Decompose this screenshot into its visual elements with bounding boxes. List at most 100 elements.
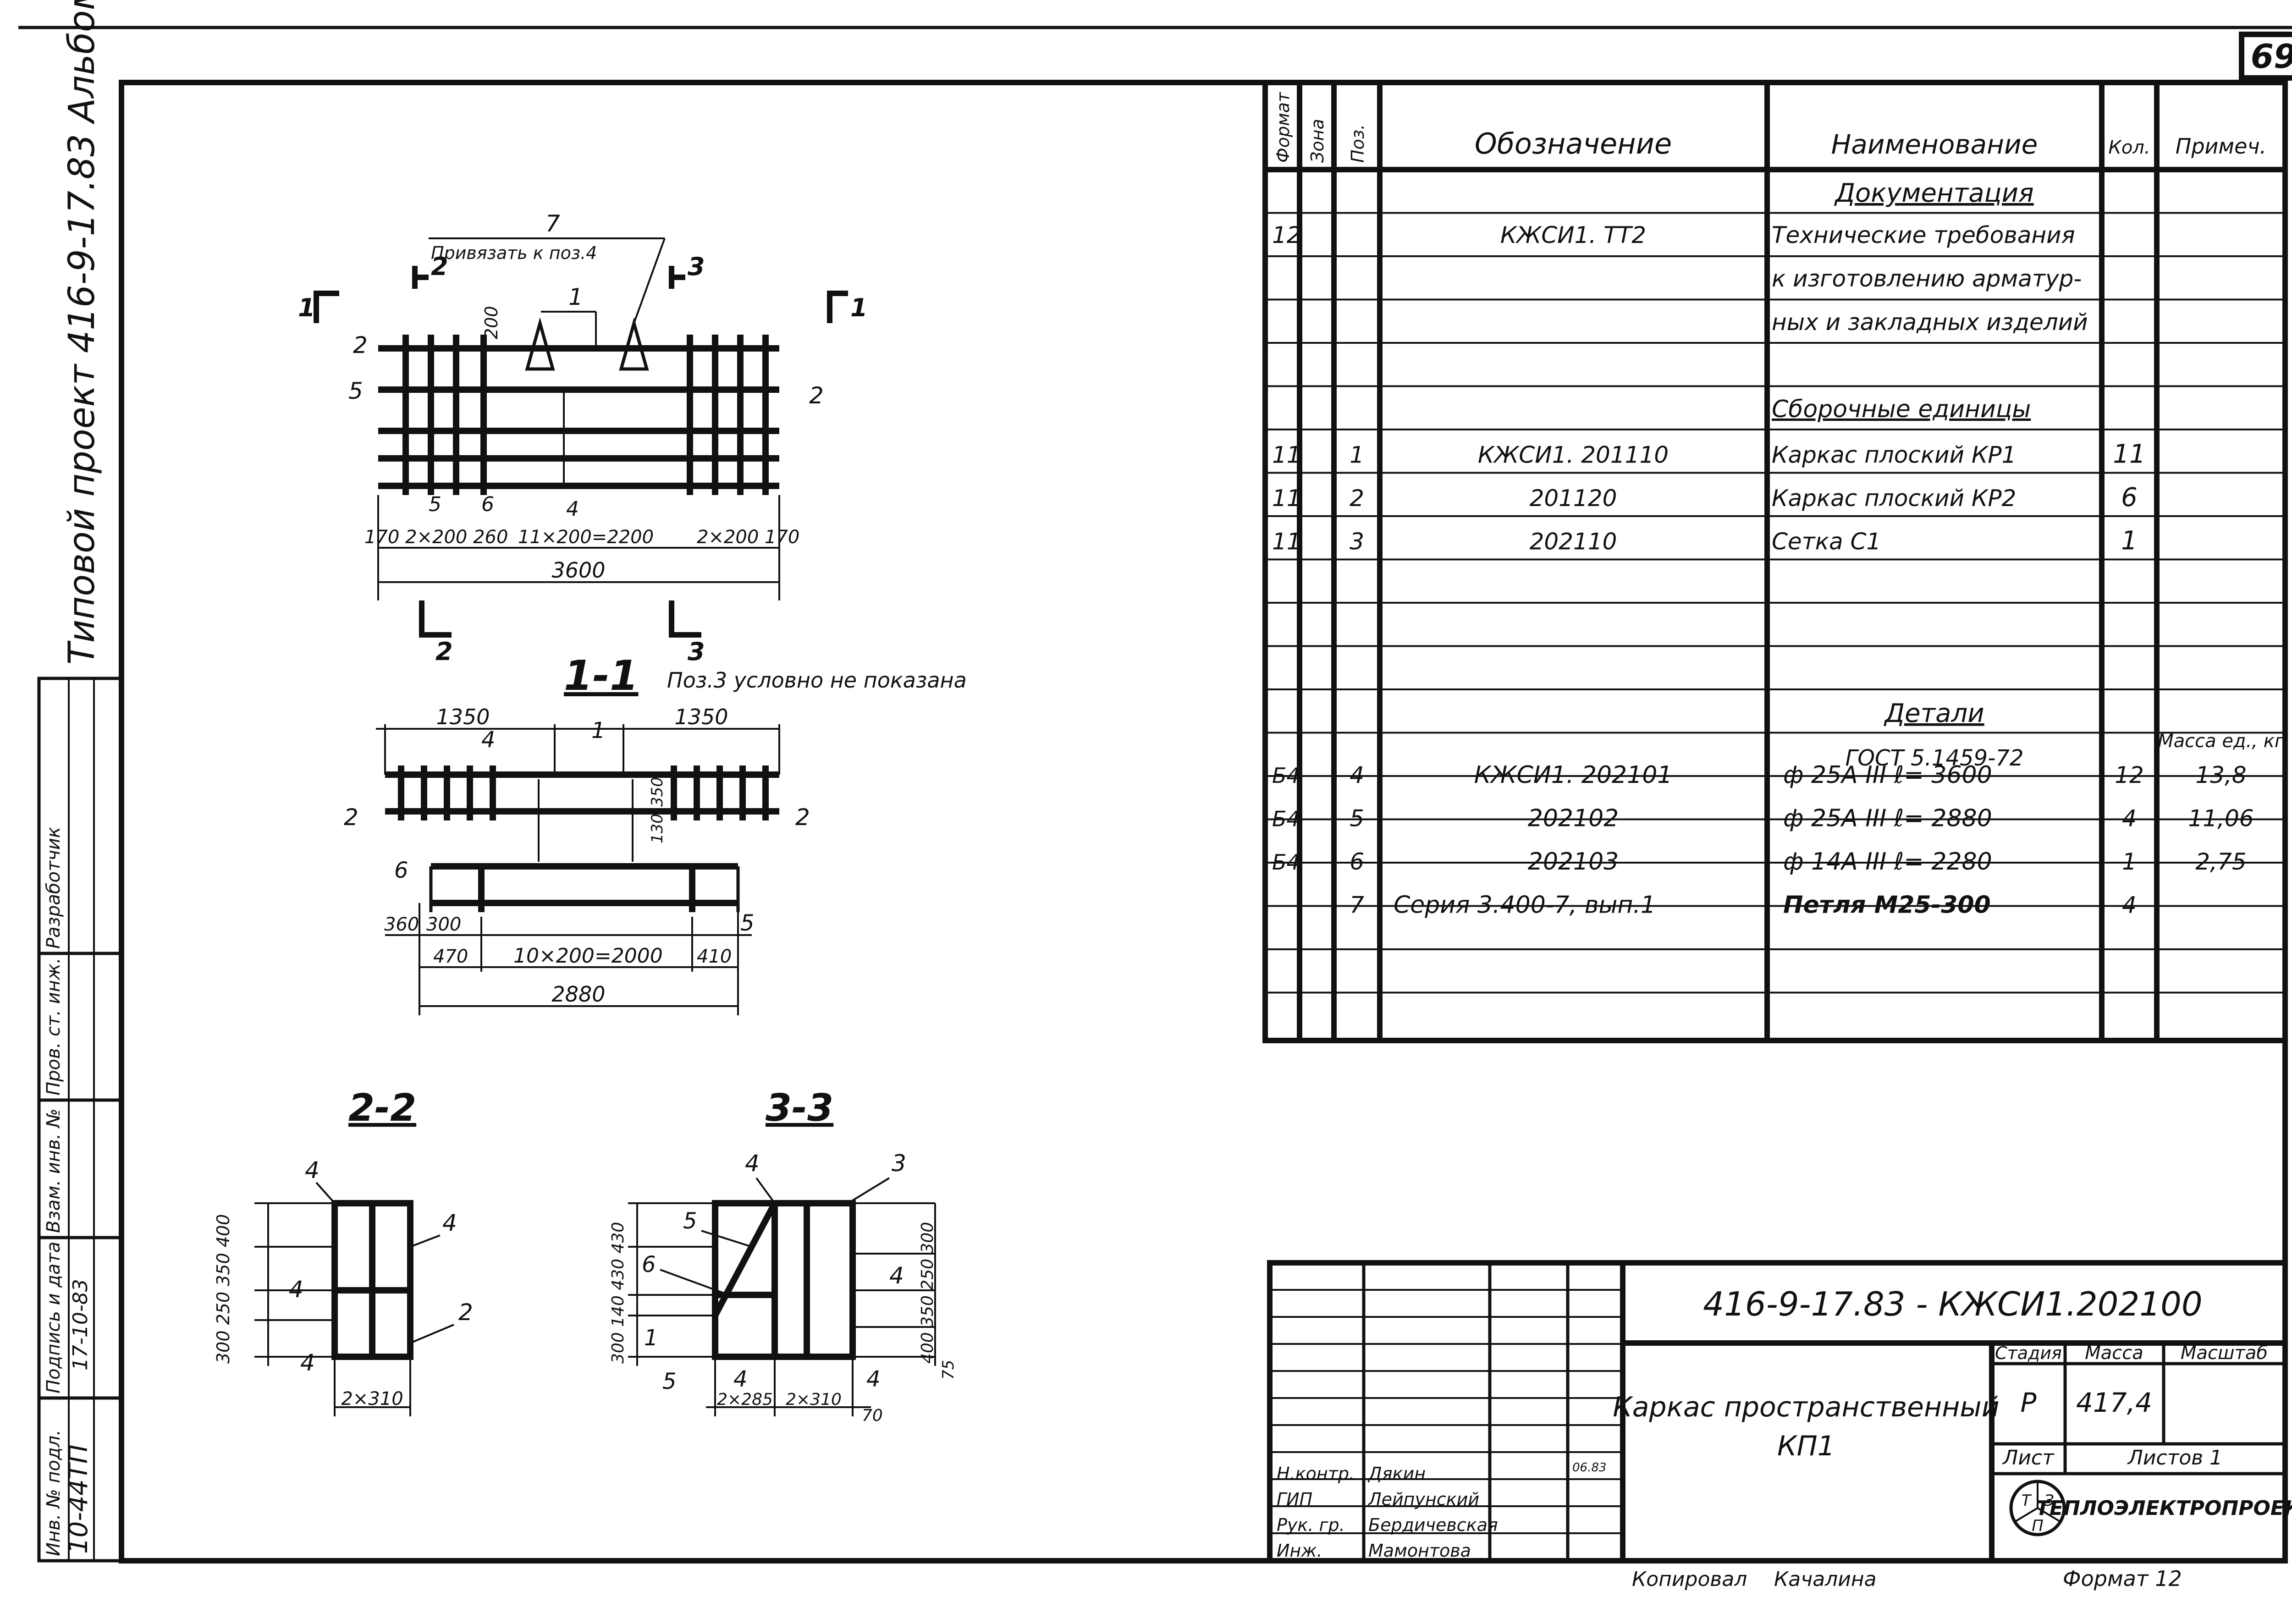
logo-letter-1: Т (2022, 1492, 2032, 1510)
section-2-2-width: 2×310 (341, 1388, 403, 1409)
section-1-1-note: Поз.3 условно не показана (667, 668, 967, 693)
unit-row-qty: 6 (2121, 483, 2138, 512)
lifting-loop-1 (525, 317, 555, 371)
unit-row-pos: 1 (1350, 442, 1364, 468)
section-2-2-heights: 300 250 350 400 (213, 1214, 233, 1364)
unit-row-pos: 3 (1350, 528, 1364, 555)
section-1-1-dim-2000: 10×200=2000 (513, 944, 663, 968)
side-stamp-row-2: Подпись и дата (43, 1242, 64, 1393)
section-3-3-pos-4-right: 4 (889, 1262, 904, 1289)
plan-note-7: Привязать к поз.4 (431, 243, 597, 263)
detail-row-designation: 202102 (1528, 805, 1619, 832)
section-3-3: 3-3 300 140 430 430 400 350 250 300 75 2… (609, 1086, 958, 1425)
plan-pos-6-bottom: 6 (481, 493, 494, 516)
detail-row-name: ф 25А III ℓ= 2880 (1783, 805, 1992, 832)
cut-3-bottom: 3 (688, 637, 705, 666)
unit-row-qty: 11 (2113, 440, 2145, 469)
unit-row-designation: 201120 (1530, 485, 1617, 512)
plan-dim-200: 200 (481, 306, 501, 339)
section-3-3-w-70: 70 (862, 1406, 883, 1425)
unit-row-name: Каркас плоский КР2 (1772, 485, 2016, 512)
side-stamp-inv: 10-44ТП (64, 1444, 94, 1554)
sheet-number: 69 (2251, 37, 2292, 76)
plan-pos-2-left: 2 (353, 332, 368, 358)
unit-row-format: 11 (1272, 442, 1301, 468)
section-3-3-pos-4-br: 4 (866, 1366, 881, 1392)
plan-pos-7: 7 (545, 210, 560, 237)
title-block-mass: 417,4 (2076, 1387, 2152, 1418)
side-stamp-date: 17-10-83 (69, 1279, 92, 1371)
side-stamp-row-3: Взам. инв. № (43, 1108, 64, 1233)
section-2-2-title: 2-2 (348, 1086, 416, 1130)
plan-dim-left: 170 2×200 260 (364, 527, 508, 548)
section-2-2: 2-2 300 250 350 400 2×310 4 4 4 4 2 (213, 1086, 473, 1416)
side-stamp-row-5: Разработчик (43, 827, 64, 949)
unit-row-designation: 202110 (1530, 528, 1617, 555)
section-1-1-dim-360: 360 (384, 914, 419, 935)
side-stamp-row-4: Пров. ст. инж. (43, 958, 64, 1096)
section-2-2-pos-4-right: 4 (442, 1210, 457, 1236)
title-block-name-1: Каркас пространственный (1613, 1391, 2000, 1423)
title-block-person: Дякин (1367, 1464, 1426, 1484)
plan-pos-2-right: 2 (809, 382, 824, 409)
title-block-role: Н.контр. (1277, 1464, 1355, 1484)
detail-row-pos: 6 (1350, 848, 1364, 875)
spec-header-designation: Обозначение (1475, 127, 1672, 160)
detail-row-name: ф 14А III ℓ= 2280 (1783, 848, 1992, 875)
section-3-3-pos-3: 3 (892, 1150, 906, 1177)
unit-row-designation: КЖСИ1. 201110 (1478, 442, 1669, 468)
spec-header-note: Примеч. (2176, 134, 2267, 159)
section-3-3-w-310: 2×310 (786, 1390, 842, 1409)
detail-row-qty: 12 (2115, 762, 2144, 788)
section-1-1-dim-1350-right: 1350 (674, 705, 728, 729)
section-3-3-v75: 75 (939, 1360, 958, 1380)
plan-pos-4-bottom: 4 (566, 497, 579, 521)
detail-row-format: Б4 (1272, 807, 1300, 831)
section-3-3-pos-5-top: 5 (683, 1208, 697, 1234)
section-3-3-title: 3-3 (766, 1086, 833, 1130)
title-block-person: Бердичевская (1368, 1515, 1498, 1535)
title-block-role: ГИП (1277, 1489, 1312, 1509)
unit-row-format: 11 (1272, 485, 1301, 512)
detail-row-pos: 4 (1350, 762, 1364, 788)
title-block-scale-label: Масштаб (2181, 1343, 2268, 1364)
section-1-1-pos-2-left: 2 (344, 804, 358, 831)
cut-2-top: 2 (431, 252, 448, 281)
spec-doc-name-2: к изготовлению арматур- (1772, 265, 2082, 292)
plan-pos-5-left: 5 (348, 378, 363, 404)
specification-table: Формат Зона Поз. Обозначение Наименовани… (1262, 80, 2288, 1043)
section-1-1-dim-410: 410 (697, 946, 732, 967)
logo-letter-3: П (2032, 1517, 2044, 1535)
section-1-1-pos-1: 1 (591, 718, 606, 743)
spec-gost: ГОСТ 5.1459-72 (1846, 745, 2024, 771)
detail-row-mass: 13,8 (2195, 762, 2246, 788)
section-1-1-dim-2880: 2880 (551, 982, 605, 1007)
side-title: Типовой проект 416-9-17.83 Альбом X ч.1 (61, 0, 103, 665)
section-3-3-pos-1: 1 (644, 1325, 658, 1351)
section-1-1-pos-6: 6 (394, 858, 408, 883)
title-block-person: Мамонтова (1368, 1541, 1471, 1561)
footer-format: Формат 12 (2063, 1566, 2182, 1591)
plan-dim-mid: 11×200=2200 (518, 527, 654, 548)
section-1-1-pos-2-right: 2 (795, 804, 810, 831)
unit-row-name: Каркас плоский КР1 (1772, 442, 2016, 468)
title-block-person: Лейпунский (1367, 1489, 1479, 1509)
detail-row-name: ф 25А III ℓ= 3600 (1783, 761, 1992, 789)
detail-row-designation: Серия 3.400-7, вып.1 (1394, 892, 1656, 919)
section-1-1-pos-4: 4 (481, 727, 496, 753)
section-3-3-pos-4-bottom: 4 (733, 1366, 748, 1392)
section-1-1-dim-300: 300 (426, 914, 461, 935)
detail-row-format: Б4 (1272, 763, 1300, 788)
plan-view: 170 2×200 260 11×200=2200 2×200 170 3600… (298, 210, 868, 666)
section-3-3-w-285: 2×285 (717, 1390, 773, 1409)
plan-pos-5-bottom: 5 (429, 493, 441, 516)
spec-header-name: Наименование (1831, 129, 2038, 160)
unit-row-pos: 2 (1350, 485, 1364, 512)
section-3-3-heights-right: 400 350 250 300 (918, 1222, 937, 1364)
detail-row-qty: 1 (2122, 848, 2137, 875)
spec-doc-name-3: ных и закладных изделий (1772, 309, 2088, 336)
title-block-role: Рук. гр. (1277, 1515, 1345, 1535)
detail-row-name: Петля М25-300 (1783, 892, 1991, 919)
spec-header-qty: Кол. (2108, 137, 2150, 158)
